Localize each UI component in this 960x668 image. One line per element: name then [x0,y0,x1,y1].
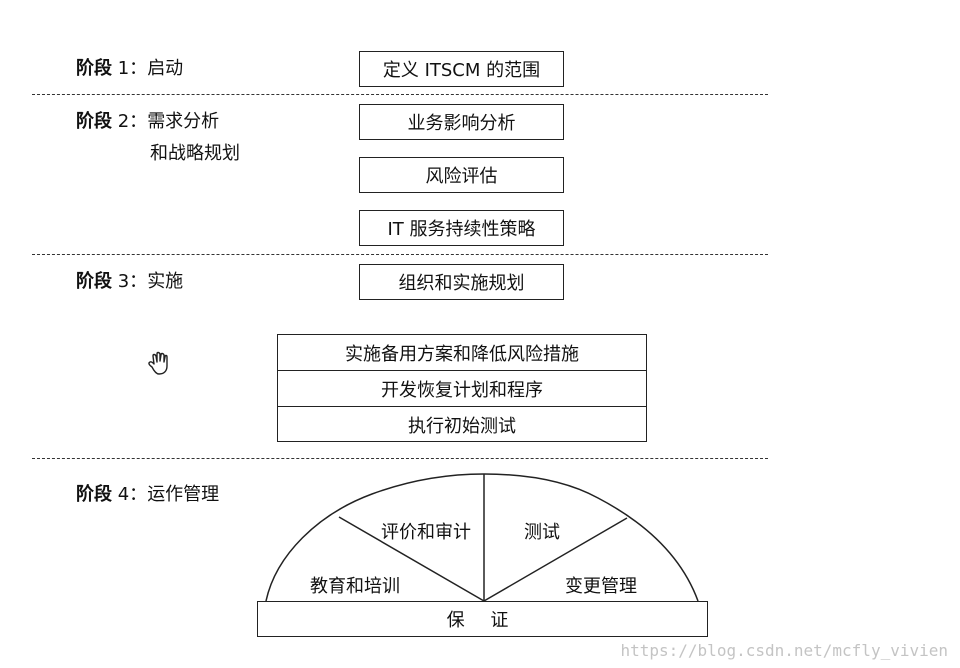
implementation-steps-stack: 实施备用方案和降低风险措施 开发恢复计划和程序 执行初始测试 [277,334,647,442]
stage-divider-3 [32,458,768,459]
business-impact-analysis-box: 业务影响分析 [359,104,564,140]
dome-divider-left [338,516,485,602]
define-scope-box: 定义 ITSCM 的范围 [359,51,564,87]
stage-4-label: 阶段 4：运作管理 [76,484,220,505]
it-continuity-strategy-box: IT 服务持续性策略 [359,210,564,246]
hand-cursor-icon [148,351,168,375]
dome-divider-right [483,517,628,602]
dome-education-training: 教育和培训 [310,576,400,597]
organization-planning-box: 组织和实施规划 [359,264,564,300]
risk-assessment-box: 风险评估 [359,157,564,193]
dome-change-management: 变更管理 [565,576,637,597]
stage-2-label: 阶段 2：需求分析 和战略规划 [76,111,240,164]
stage-3-label: 阶段 3：实施 [76,271,184,292]
stack-row-initial-test: 执行初始测试 [408,416,516,437]
watermark: https://blog.csdn.net/mcfly_vivien [620,641,948,660]
stage-divider-2 [32,254,768,255]
assurance-base: 保 证 [257,601,708,637]
dome-testing: 测试 [524,522,560,543]
stage-1-label: 阶段 1：启动 [76,58,184,79]
stage-2-sublabel: 和战略规划 [150,143,240,164]
stage-divider-1 [32,94,768,95]
stack-row-recovery-plan: 开发恢复计划和程序 [278,371,646,407]
dome-review-audit: 评价和审计 [381,522,471,543]
stack-row-alternatives: 实施备用方案和降低风险措施 [278,335,646,371]
